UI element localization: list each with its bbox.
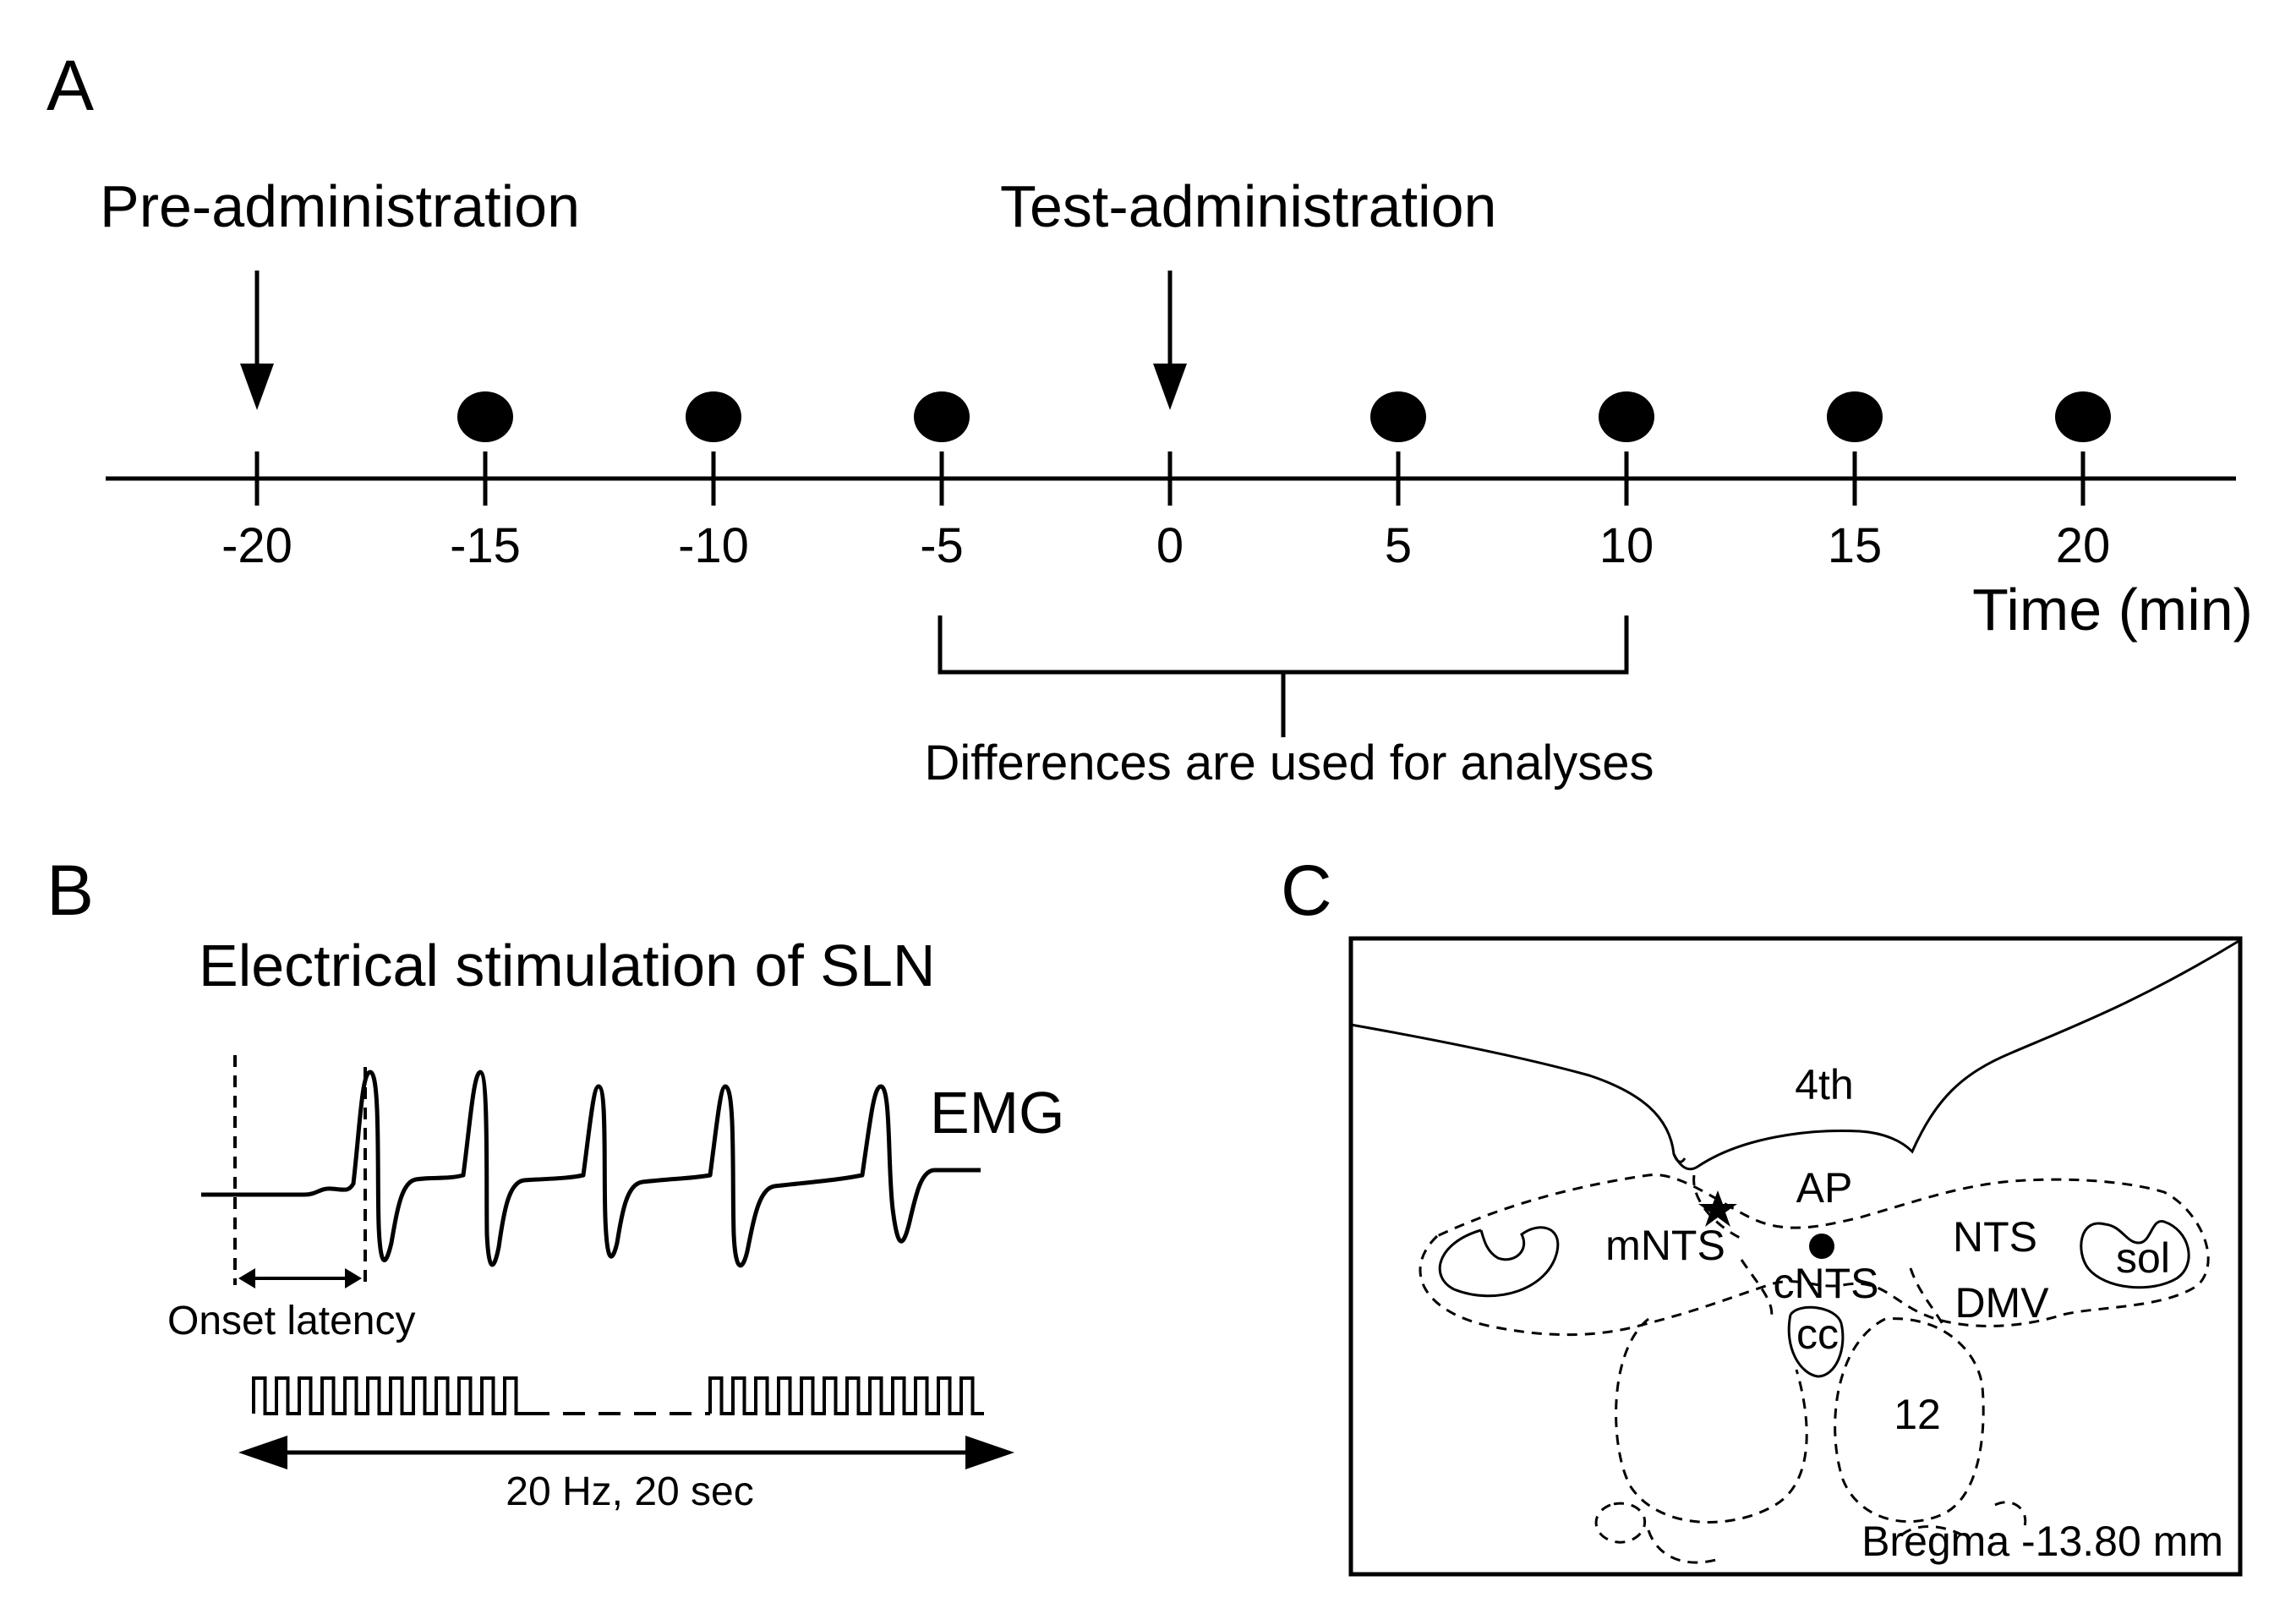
right-sol-outline	[2080, 1220, 2190, 1289]
tick-label: -10	[678, 518, 749, 573]
test-administration-label: Test-administration	[1000, 173, 1496, 239]
measurement-dot	[457, 391, 513, 442]
axis-ticks	[254, 451, 2086, 506]
panel-c: C 4th AP mNTS cNTS	[1281, 851, 2243, 1577]
stimulus-label: 20 Hz, 20 sec	[506, 1469, 753, 1514]
emg-trace	[201, 1070, 981, 1268]
test-administration-arrow	[1153, 271, 1187, 410]
panel-a: A Pre-administration Test-administration…	[46, 46, 2253, 791]
panel-a-letter: A	[46, 46, 94, 125]
axis-title: Time (min)	[1972, 577, 2253, 643]
tick-label: 5	[1385, 518, 1412, 573]
fourth-ventricle-outline	[1350, 938, 2241, 1168]
panel-b-title: Electrical stimulation of SLN	[199, 933, 935, 998]
tick-label: -5	[920, 518, 964, 573]
tick-label: -20	[221, 518, 292, 573]
tick-label: 20	[2056, 518, 2111, 573]
pre-administration-label: Pre-administration	[100, 173, 580, 239]
nts-label: NTS	[1953, 1213, 2037, 1261]
emg-label: EMG	[930, 1080, 1064, 1146]
star-marker	[1698, 1190, 1737, 1227]
sol-label: sol	[2116, 1234, 2170, 1282]
panel-c-letter: C	[1281, 851, 1332, 930]
tick-label: 0	[1156, 518, 1184, 573]
dmv-label: DMV	[1954, 1279, 2049, 1327]
fourth-ventricle-label: 4th	[1795, 1061, 1854, 1108]
panel-b: B Electrical stimulation of SLN EMG Onse…	[46, 851, 1064, 1514]
left-sol-outline	[1438, 1226, 1560, 1298]
tick-label: 10	[1599, 518, 1654, 573]
hypoglossal-nucleus-label: 12	[1894, 1391, 1941, 1438]
onset-latency-label: Onset latency	[167, 1299, 415, 1343]
tick-label: 15	[1828, 518, 1883, 573]
analysis-bracket	[938, 615, 1629, 737]
pulse-segment	[708, 1376, 984, 1415]
pulse-segment	[252, 1376, 528, 1415]
measurement-dot	[1370, 391, 1426, 442]
tick-label: -15	[450, 518, 521, 573]
ap-label: AP	[1796, 1164, 1853, 1212]
pre-administration-arrow	[240, 271, 274, 410]
measurement-points	[457, 391, 2111, 442]
stimulus-pulse-train	[252, 1376, 984, 1415]
bregma-label: Bregma -13.80 mm	[1861, 1518, 2223, 1565]
brain-section-frame	[1348, 936, 2243, 1577]
panel-b-letter: B	[46, 851, 94, 930]
cnts-label: cNTS	[1774, 1260, 1879, 1307]
tick-labels: -20 -15 -10 -5 0 5 10 15 20	[221, 518, 2110, 573]
measurement-dot	[686, 391, 741, 442]
central-canal-outline	[1787, 1305, 1845, 1378]
measurement-dot	[2055, 391, 2111, 442]
cc-label: cc	[1796, 1310, 1839, 1358]
dot-marker	[1809, 1234, 1834, 1259]
mnts-label: mNTS	[1605, 1222, 1725, 1269]
measurement-dot	[1827, 391, 1883, 442]
stimulus-duration-arrow	[238, 1436, 1014, 1469]
bracket-label: Differences are used for analyses	[925, 736, 1654, 791]
measurement-dot	[914, 391, 970, 442]
nuclei-boundaries	[1419, 1174, 2210, 1564]
measurement-dot	[1599, 391, 1654, 442]
onset-latency-arrow	[238, 1268, 362, 1288]
